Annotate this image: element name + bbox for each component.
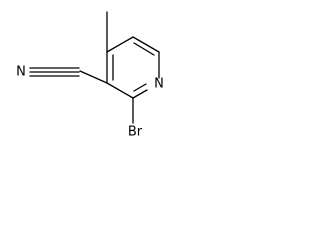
ring-bond-c2-c3 xyxy=(106,82,134,99)
nitrile-single-bond xyxy=(79,70,108,84)
ring-bond-c4-c5 xyxy=(106,36,134,53)
atom-label-bromine: Br xyxy=(128,125,143,140)
ring-bond-n1-c2 xyxy=(132,89,148,99)
ring-bond-c5-c6-inner xyxy=(133,42,155,56)
ring-bond-n1-c2-inner xyxy=(133,83,147,92)
ring-bond-c5-c6 xyxy=(132,36,160,53)
chemical-structure-diagram: N N Br xyxy=(16,11,164,140)
atom-label-nitrile-nitrogen: N xyxy=(16,65,26,80)
atom-label-ring-nitrogen: N xyxy=(154,77,164,92)
